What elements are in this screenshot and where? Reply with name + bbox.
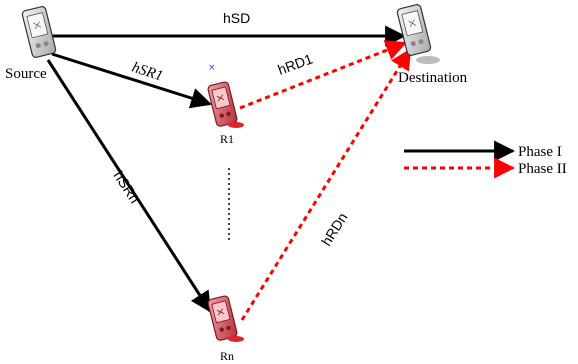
hrdn-label: hRDn (318, 210, 351, 249)
legend: Phase I Phase II (404, 140, 567, 179)
link-source-relay1 (51, 52, 213, 109)
hrd1-label: hRD1 (276, 50, 315, 77)
legend-phase2-label: Phase II (518, 161, 567, 177)
source-label: Source (5, 66, 47, 82)
link-source-relayn (46, 59, 212, 313)
hsrn-label: hSRn (110, 168, 142, 206)
destination-device-icon (396, 4, 432, 56)
relayn-shadow (228, 336, 244, 342)
relayn-label: Rn (220, 349, 234, 363)
destination-shadow (416, 56, 440, 64)
stray-mark-icon: × (208, 63, 216, 73)
link-relay1-destination (239, 40, 407, 110)
relay1-device-icon (207, 81, 238, 127)
relay1-shadow (228, 122, 244, 128)
hsd-label: hSD (223, 10, 250, 26)
source-device-icon (21, 6, 57, 58)
relay1-label: R1 (220, 132, 234, 146)
legend-phase1-label: Phase I (518, 144, 562, 160)
destination-label: Destination (398, 70, 468, 86)
relayn-device-icon (207, 295, 238, 341)
link-relayn-destination (240, 48, 412, 321)
